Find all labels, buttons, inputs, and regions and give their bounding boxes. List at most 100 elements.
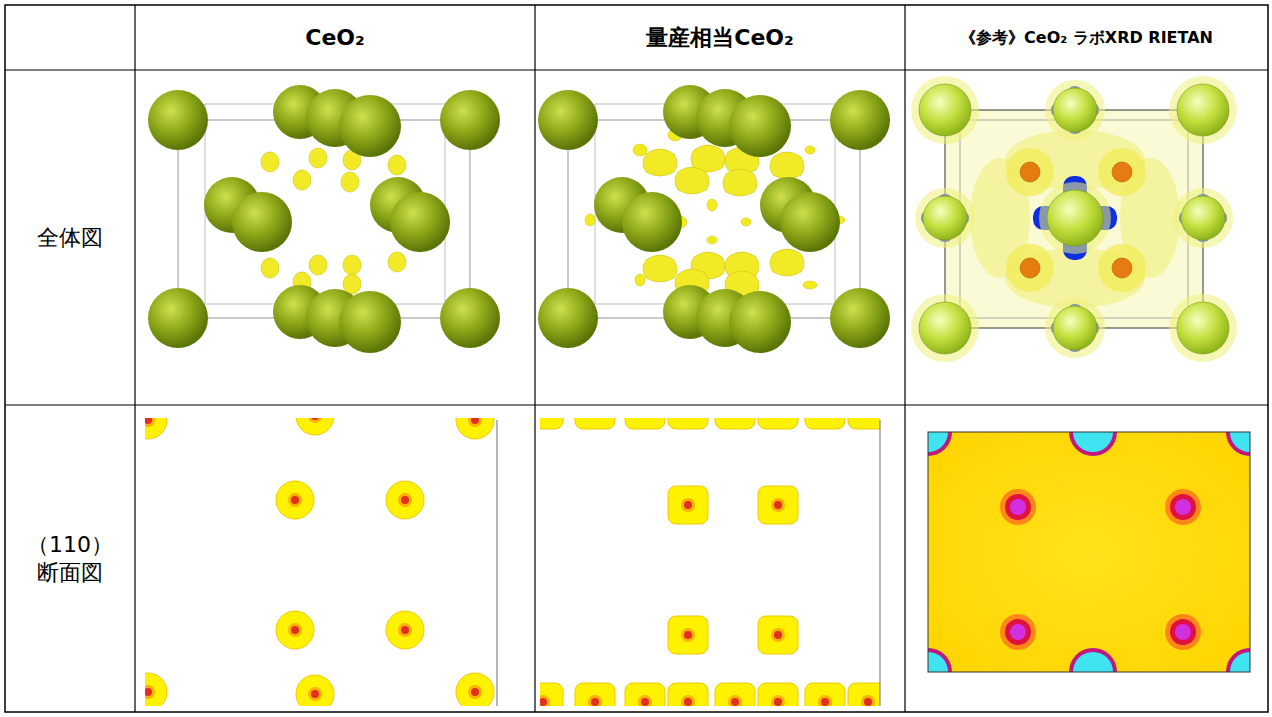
density-blob (758, 616, 798, 654)
density-ring (540, 695, 550, 706)
density-blob (715, 418, 755, 429)
density-ring (861, 695, 875, 706)
cerium-peak (928, 432, 948, 452)
density-ring (681, 498, 695, 512)
cerium-peak (1073, 652, 1113, 672)
cerium-halo (911, 294, 979, 362)
cerium-atom (440, 288, 500, 348)
density-blob (805, 683, 845, 706)
density-peak (1170, 619, 1196, 645)
table-cell: CeO₂ (135, 5, 535, 70)
cerium-peak (928, 648, 952, 672)
density-core (774, 501, 782, 509)
cerium-peak (1230, 652, 1250, 672)
cerium-atom (1177, 302, 1229, 354)
density-blob (145, 418, 167, 439)
density-core (145, 418, 152, 424)
table-border (5, 5, 1268, 712)
density-blob (456, 673, 494, 706)
cerium-atom (923, 196, 967, 240)
density-blob (848, 418, 880, 429)
cerium-atom (830, 90, 890, 150)
cerium-halo (1039, 182, 1111, 254)
density-core (864, 698, 872, 706)
density-core (684, 631, 692, 639)
density-ring (588, 695, 602, 706)
cerium-peak (1073, 432, 1113, 452)
oxygen-atom (1112, 162, 1132, 182)
oxygen-density-blob (261, 152, 279, 172)
density-peak (1170, 494, 1196, 520)
density-ring (398, 623, 412, 637)
density-blob (715, 683, 755, 706)
cerium-atom (440, 90, 500, 150)
density-core (774, 698, 782, 706)
density-blob (625, 418, 665, 429)
cerium-peak (1230, 432, 1250, 452)
cerium-atom (148, 90, 208, 150)
cerium-atom (339, 95, 401, 157)
cerium-halo (915, 188, 975, 248)
oxygen-density-blob (388, 155, 406, 175)
density-core (591, 698, 599, 706)
density-peak-core (1175, 499, 1191, 515)
cerium-atom (919, 302, 971, 354)
table-cell: （110） 断面図 (5, 405, 135, 712)
section-frame (928, 432, 1250, 672)
table-cell: 全体図 (5, 70, 135, 405)
cerium-atom (729, 95, 791, 157)
cerium-peak (1069, 648, 1117, 672)
density-blob (758, 486, 798, 524)
density-ring (145, 418, 155, 427)
density-ring (288, 623, 302, 637)
density-core (311, 418, 319, 420)
density-blob (805, 418, 845, 429)
cerium-atom (780, 192, 840, 252)
oxygen-density-blob (805, 146, 815, 154)
oxygen-density-blob (707, 199, 717, 211)
oxygen-density-blob (643, 255, 677, 282)
unit-cell-frame (960, 120, 1188, 318)
cerium-atom (538, 90, 598, 150)
density-core (774, 631, 782, 639)
cerium-atom (919, 84, 971, 136)
oxygen-density-blob (341, 172, 359, 192)
oxygen-density-blob (770, 249, 804, 276)
cerium-halo (1045, 80, 1105, 140)
table-rule (134, 5, 135, 712)
density-peak-core (1010, 624, 1026, 640)
density-peak-core (1010, 499, 1026, 515)
density-ring (818, 695, 832, 706)
cerium-halo (911, 76, 979, 144)
oxygen-density-blob (770, 152, 804, 179)
density-blob (668, 616, 708, 654)
density-core (471, 688, 479, 696)
cerium-peak (928, 432, 952, 456)
oxygen-density-blob (723, 169, 757, 196)
density-blob (758, 683, 798, 706)
section-map-reference (928, 432, 1250, 672)
density-ground (928, 432, 1250, 672)
density-ring (468, 418, 482, 427)
density-ring (468, 685, 482, 699)
density-core (401, 496, 409, 504)
cerium-atom (1053, 88, 1097, 132)
table-cell: 量産相当CeO₂ (535, 5, 905, 70)
column-header: CeO₂ (305, 24, 364, 52)
oxygen-halo (1006, 148, 1054, 196)
density-core (291, 626, 299, 634)
density-blob (386, 611, 424, 649)
density-ring (771, 498, 785, 512)
cerium-atom (390, 192, 450, 252)
cerium-halo (1173, 188, 1233, 248)
density-glow (1000, 489, 1036, 525)
density-ring (145, 685, 155, 699)
crystal-3d-mass (538, 85, 890, 353)
density-blob (145, 673, 167, 706)
density-blob (668, 683, 708, 706)
table-rule (534, 5, 535, 712)
density-fog (945, 110, 1203, 328)
density-blob (276, 481, 314, 519)
cerium-halo (1169, 294, 1237, 362)
